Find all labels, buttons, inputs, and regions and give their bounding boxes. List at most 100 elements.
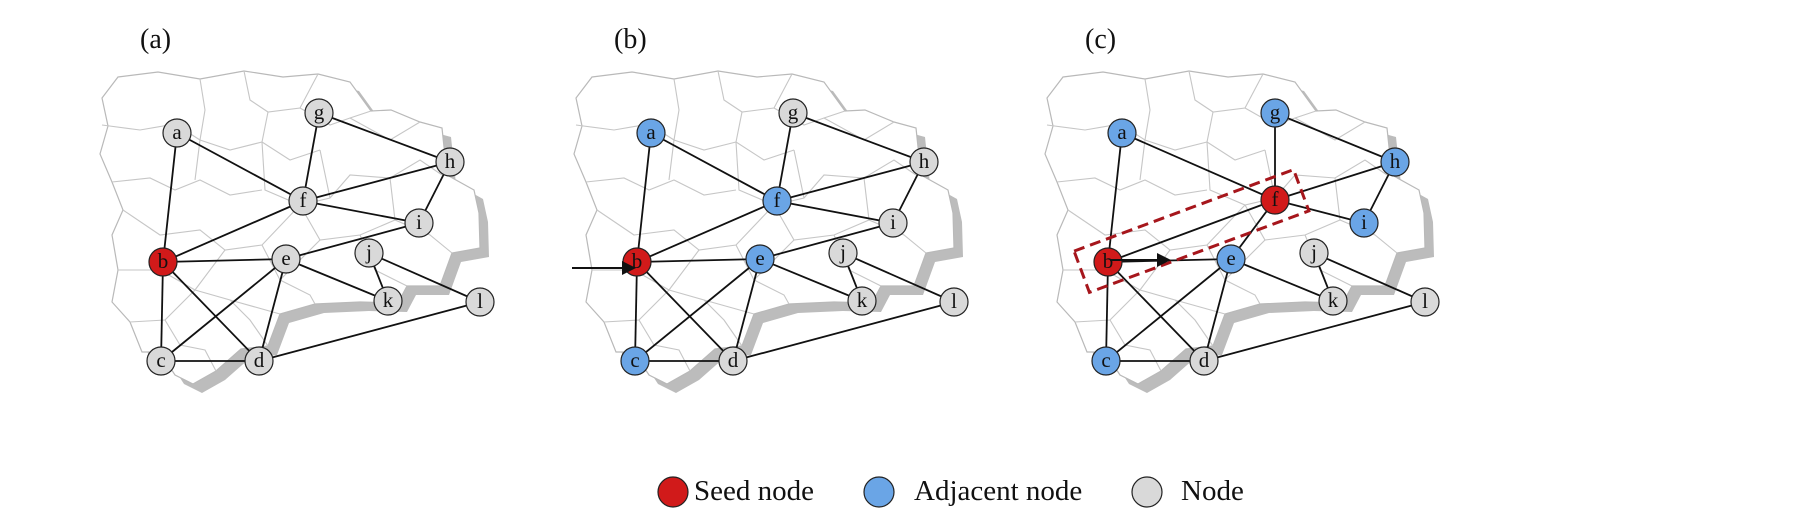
node-label: g [314, 100, 325, 124]
node-label: h [1390, 149, 1401, 173]
node-l: l [465, 287, 495, 317]
node-f: f [288, 186, 318, 216]
node-label: k [1328, 288, 1339, 312]
edge-j-l [842, 252, 955, 303]
edge-a-b [636, 132, 652, 263]
node-label: b [1103, 249, 1114, 273]
highlight-box [1072, 167, 1311, 295]
node-node-circle [465, 287, 495, 317]
node-node-circle [878, 208, 908, 238]
node-j: j [828, 238, 858, 268]
edge-d-l [258, 301, 481, 362]
edge-f-g [302, 112, 320, 202]
edge-f-h [776, 161, 925, 202]
node-h: h [1380, 147, 1410, 177]
edge-g-h [1274, 112, 1396, 163]
node-label: b [632, 249, 643, 273]
node-node-circle [1189, 346, 1219, 376]
edge-g-h [318, 112, 451, 163]
node-k: k [373, 286, 403, 316]
node-l: l [1410, 287, 1440, 317]
node-d: d [1189, 346, 1219, 376]
adjacent-node-circle [1380, 147, 1410, 177]
edge-b-d [636, 261, 734, 362]
node-label: h [919, 149, 930, 173]
edge-f-i [1274, 199, 1365, 224]
edge-c-e [160, 258, 287, 362]
node-g: g [304, 98, 334, 128]
map-background [99, 70, 490, 394]
node-h: h [435, 147, 465, 177]
node-label: e [1226, 246, 1235, 270]
edge-b-d [162, 261, 260, 362]
edge-b-d [1107, 261, 1205, 362]
node-label: a [646, 120, 656, 144]
node-node-circle [404, 208, 434, 238]
node-label: j [365, 240, 372, 264]
edge-b-e [162, 258, 287, 263]
node-f: f [1260, 185, 1290, 215]
node-label: c [630, 348, 639, 372]
node-label: i [416, 210, 422, 234]
node-label: f [1272, 187, 1279, 211]
node-node-circle [847, 286, 877, 316]
node-label: i [890, 210, 896, 234]
node-label: k [857, 288, 868, 312]
node-j: j [1299, 238, 1329, 268]
edge-d-l [732, 301, 955, 362]
adjacent-node-circle [762, 186, 792, 216]
node-k: k [1318, 286, 1348, 316]
node-label: k [383, 288, 394, 312]
panel-label: (b) [614, 24, 647, 55]
edge-e-i [285, 222, 420, 260]
panel-label: (a) [140, 24, 171, 55]
node-node-circle [778, 98, 808, 128]
node-label: f [300, 188, 307, 212]
node-f: f [762, 186, 792, 216]
node-e: e [271, 244, 301, 274]
node-a: a [636, 118, 666, 148]
node-node-circle [909, 147, 939, 177]
adjacent-node-circle [745, 244, 775, 274]
node-c: c [1091, 346, 1121, 376]
edge-e-k [285, 258, 389, 302]
edge-b-f [1107, 199, 1276, 263]
arrow-b-to-c [1110, 253, 1171, 267]
node-label: l [951, 289, 957, 313]
node-j: j [354, 238, 384, 268]
node-d: d [718, 346, 748, 376]
node-label: i [1361, 210, 1367, 234]
node-node-circle [1410, 287, 1440, 317]
node-node-circle [244, 346, 274, 376]
node-label: a [172, 120, 182, 144]
node-label: d [728, 348, 739, 372]
edge-h-f [1274, 161, 1396, 201]
adjacent-node-circle [1091, 346, 1121, 376]
edge-a-f [1121, 132, 1276, 201]
node-d: d [244, 346, 274, 376]
seed-node-swatch [657, 476, 689, 508]
node-node-circle [718, 346, 748, 376]
node-label: h [445, 149, 456, 173]
adjacent-node-circle [620, 346, 650, 376]
edge-d-e [1203, 258, 1232, 362]
panel-label: (c) [1085, 24, 1116, 55]
node-c: c [146, 346, 176, 376]
node-e: e [745, 244, 775, 274]
adjacent-node-circle [1260, 98, 1290, 128]
edge-j-l [368, 252, 481, 303]
node-a: a [162, 118, 192, 148]
edge-a-b [162, 132, 178, 263]
node-node-circle [939, 287, 969, 317]
node-l: l [939, 287, 969, 317]
node-node-circle [146, 346, 176, 376]
edge-b-e [636, 258, 761, 263]
node-h: h [909, 147, 939, 177]
node-node-circle [1299, 238, 1329, 268]
edge-e-k [1230, 258, 1334, 302]
node-node-circle [828, 238, 858, 268]
node-label: c [1101, 348, 1110, 372]
